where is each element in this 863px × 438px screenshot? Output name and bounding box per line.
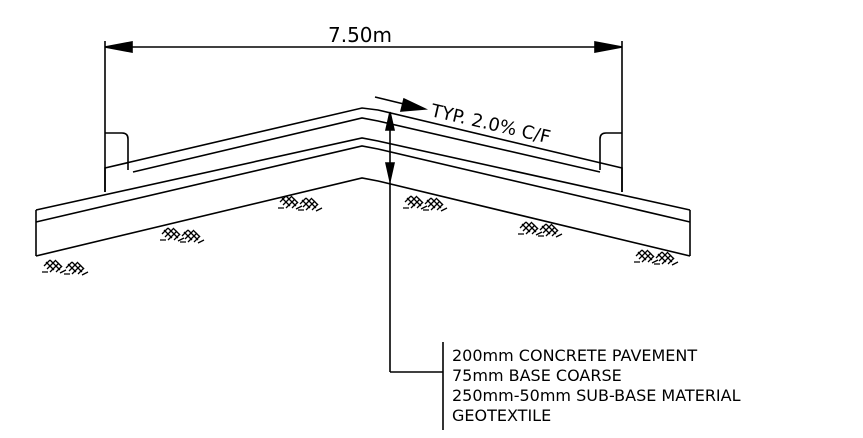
pavement-layers	[35, 107, 691, 257]
soil-hatch	[159, 227, 185, 242]
dimension-label: 7.50m	[328, 23, 392, 47]
soil-hatch	[297, 197, 323, 212]
natural-ground-symbols	[41, 195, 679, 276]
slope-label: TYP. 2.0% C/F	[428, 100, 552, 148]
kerb-left	[105, 132, 129, 170]
soil-hatch	[41, 259, 67, 274]
soil-hatch	[633, 249, 659, 264]
layer-notes: 200mm CONCRETE PAVEMENT 75mm BASE COARSE…	[452, 346, 741, 425]
soil-hatch	[63, 261, 89, 276]
soil-hatch	[422, 197, 448, 212]
layer-leader	[385, 111, 444, 430]
concrete-pavement-outline	[104, 107, 623, 192]
slope-arrow-head	[399, 97, 429, 112]
kerbs	[105, 132, 622, 170]
base-course-top	[35, 137, 691, 211]
layer-note-geotextile: GEOTEXTILE	[452, 406, 551, 425]
geotextile-bottom	[35, 177, 691, 257]
soil-hatch	[517, 221, 543, 236]
dimension-arrow-right	[594, 41, 623, 53]
kerb-right	[599, 132, 622, 170]
soil-hatch	[179, 229, 205, 244]
soil-hatch	[537, 223, 563, 238]
concrete-pavement-top	[132, 117, 601, 173]
slope-indicator	[374, 96, 429, 112]
soil-hatch	[402, 195, 428, 210]
layer-note-subbase: 250mm-50mm SUB-BASE MATERIAL	[452, 386, 741, 405]
leader-arrow-down	[385, 162, 395, 182]
overall-width-dimension	[104, 41, 623, 192]
soil-hatch	[653, 251, 679, 266]
leader-arrow-up	[385, 111, 395, 131]
dimension-arrow-left	[104, 41, 133, 53]
layer-note-base: 75mm BASE COARSE	[452, 366, 622, 385]
layer-note-concrete: 200mm CONCRETE PAVEMENT	[452, 346, 697, 365]
sub-base-top	[35, 145, 691, 223]
